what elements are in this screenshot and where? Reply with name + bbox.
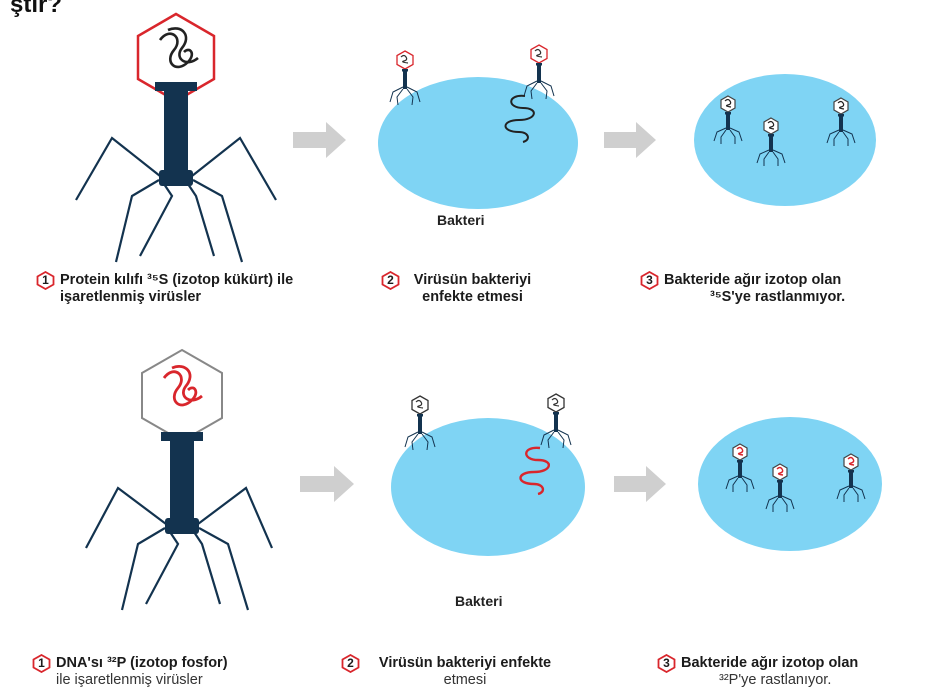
step-number-badge: 3 xyxy=(640,271,659,290)
step-text-line: ile işaretlenmiş virüsler xyxy=(56,672,203,688)
row2-step2-label: 2 Virüsün bakteriyi enfekte etmesi xyxy=(341,654,565,689)
bacterium xyxy=(391,418,585,556)
step-text-line: ³²P'ye rastlanıyor. xyxy=(719,672,832,688)
step-text-line: DNA'sı ³²P (izotop fosfor) xyxy=(56,655,228,671)
step-number-badge: 1 xyxy=(32,654,51,673)
cropped-heading-fragment: ştır? xyxy=(10,0,63,18)
injected-dna-dark xyxy=(504,94,535,143)
arrow-right xyxy=(614,466,666,502)
bacterium xyxy=(378,77,578,209)
bacterium xyxy=(698,417,882,551)
step-text-line: Virüsün bakteriyi enfekte xyxy=(378,655,552,671)
step-number-badge: 1 xyxy=(36,271,55,290)
phage-large-dna-labelled xyxy=(85,348,274,611)
step-text-line: ³⁵S'ye rastlanmıyor. xyxy=(710,289,846,305)
row2-step3-label: 3 Bakteride ağır izotop olan ³²P'ye rast… xyxy=(657,654,859,689)
row2-step1-label: 1 DNA'sı ³²P (izotop fosfor) ile işaretl… xyxy=(32,654,228,689)
step-text-line: etmesi xyxy=(443,672,487,688)
step-text-line: Bakteride ağır izotop olan xyxy=(664,272,842,288)
step-number-badge: 2 xyxy=(341,654,360,673)
step-number-badge: 3 xyxy=(657,654,676,673)
step-text-line: Virüsün bakteriyi xyxy=(413,272,532,288)
step-number-badge: 2 xyxy=(381,271,400,290)
row1-step2-label: 2 Virüsün bakteriyi enfekte etmesi xyxy=(381,271,540,306)
step-text-line: Bakteride ağır izotop olan xyxy=(681,655,859,671)
injected-dna-red xyxy=(519,446,550,496)
step-text-line: Protein kılıfı ³⁵S (izotop kükürt) ile xyxy=(60,272,294,288)
phage-large-protein-labelled xyxy=(75,12,277,263)
bacteria-label: Bakteri xyxy=(437,212,485,228)
arrow-right xyxy=(300,466,354,502)
arrow-right xyxy=(604,122,656,158)
row1-step1-label: 1 Protein kılıfı ³⁵S (izotop kükürt) ile… xyxy=(36,271,294,306)
arrow-right xyxy=(293,122,346,158)
step-text-line: enfekte etmesi xyxy=(422,289,523,305)
step-text-line: işaretlenmiş virüsler xyxy=(60,289,202,305)
bacterium xyxy=(694,74,876,206)
row1-step3-label: 3 Bakteride ağır izotop olan ³⁵S'ye rast… xyxy=(640,271,846,306)
bacteria-label: Bakteri xyxy=(455,593,503,609)
